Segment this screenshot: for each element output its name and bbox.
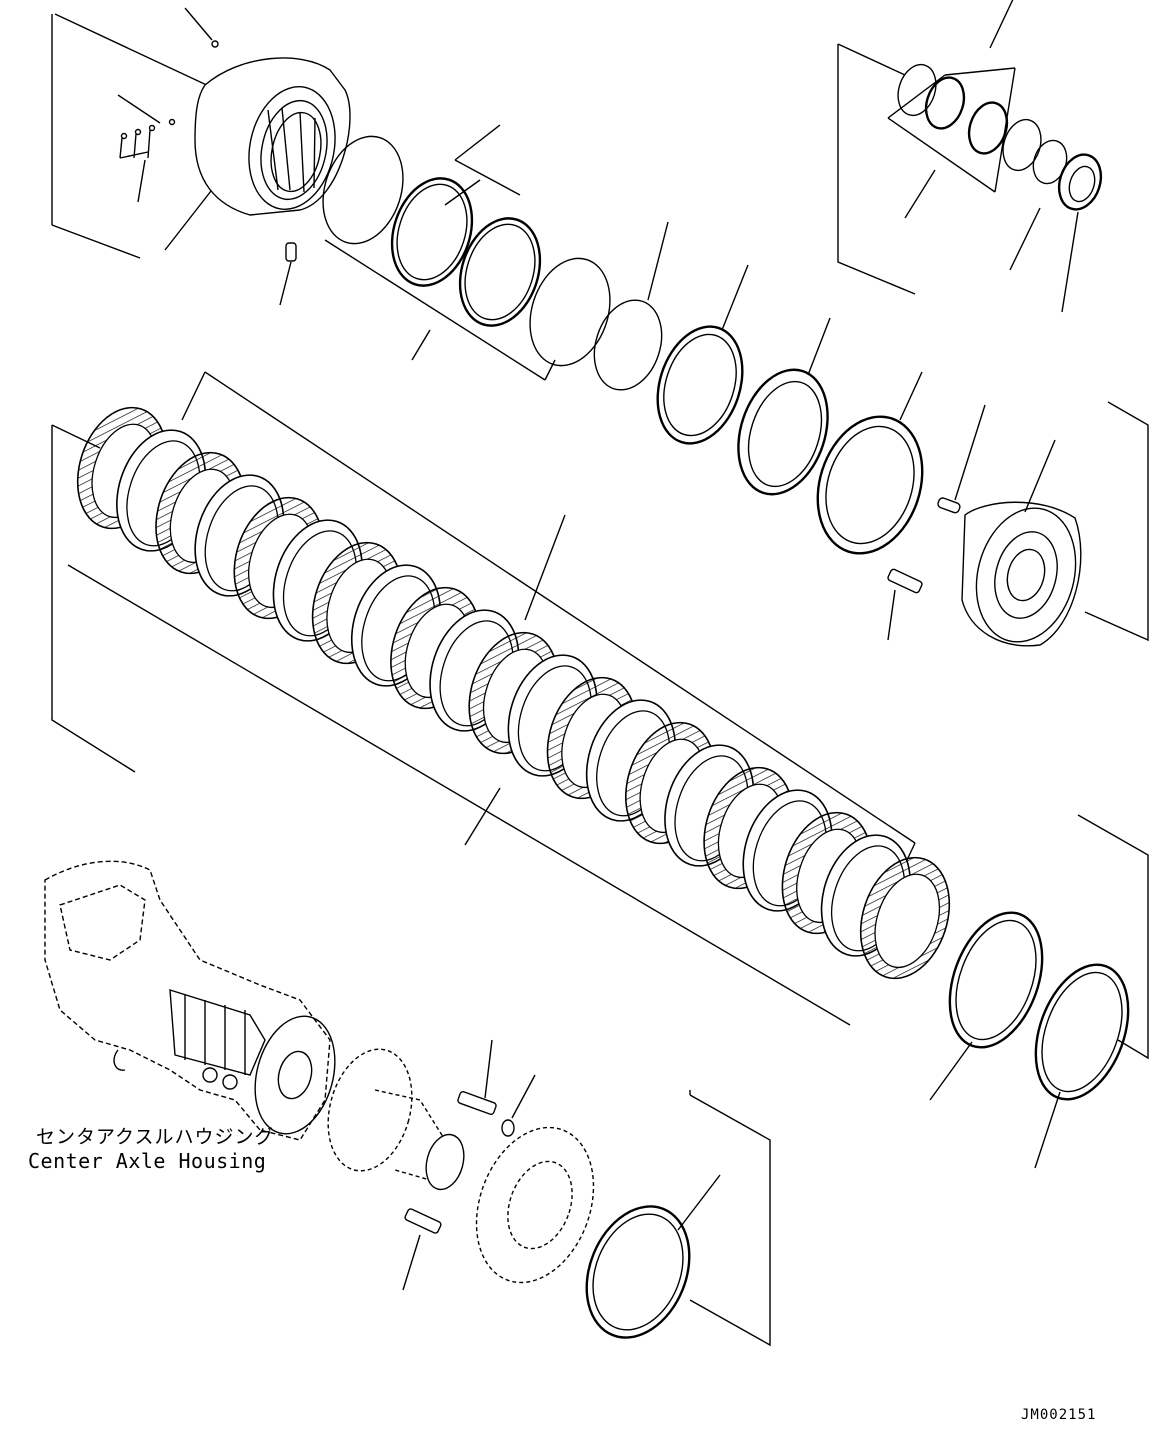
piston-ring (656, 325, 744, 445)
bottom-center-group (327, 1039, 771, 1347)
pin (937, 497, 961, 514)
retainer-plate (816, 415, 924, 555)
hub-group (887, 401, 1149, 647)
center-axle-housing-en-label: Center Axle Housing (28, 1149, 267, 1173)
o-ring-1 (322, 135, 404, 245)
seal-ring-2 (458, 217, 542, 327)
bolt-2 (457, 1091, 497, 1115)
o-ring-2 (529, 257, 611, 367)
disc-stack (51, 371, 951, 1026)
seal-ring-1 (390, 177, 474, 287)
spring-ring (737, 368, 829, 496)
small-seals-group (837, 0, 1103, 313)
clip-icon (119, 118, 176, 203)
axle-housing-illustration (44, 860, 336, 1141)
friction-disc (859, 856, 951, 980)
oil-seal (1057, 153, 1103, 211)
thrust-washers (929, 814, 1149, 1169)
center-axle-housing-jp-label: センタアクスルハウジング (36, 1126, 275, 1148)
bolt-3 (404, 1208, 442, 1234)
bolt (887, 568, 923, 594)
o-ring-3 (593, 299, 663, 391)
drawing-id: JM002151 (1021, 1407, 1097, 1423)
brake-housing-group (51, 7, 351, 306)
seal-rings-group (322, 124, 924, 555)
